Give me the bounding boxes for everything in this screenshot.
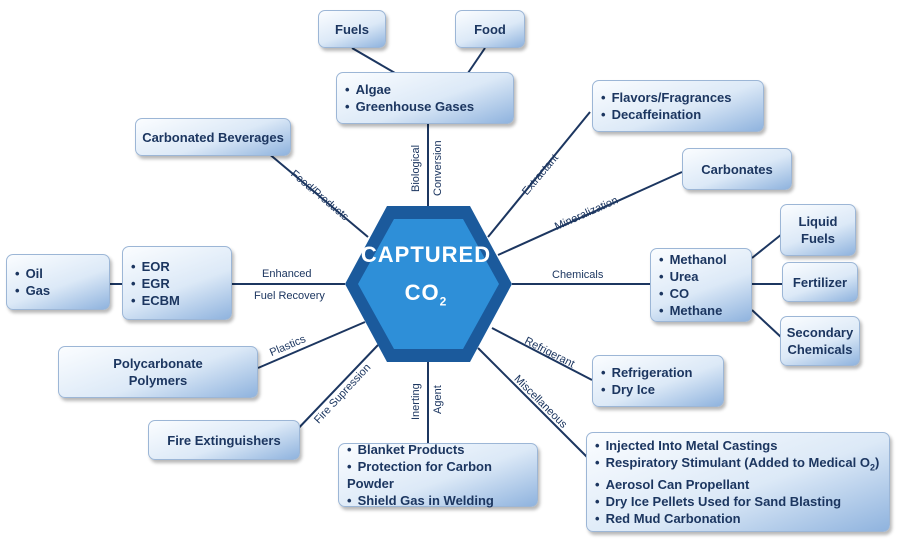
box-carbonates: Carbonates [682, 148, 792, 190]
edge-fuels [351, 47, 396, 74]
box-food: Food [455, 10, 525, 48]
edge-misc [477, 347, 589, 459]
box-oil-gas: Oil Gas [6, 254, 110, 310]
box-biological-conversion: Algae Greenhouse Gases [336, 72, 514, 124]
edge-plastics [257, 321, 366, 369]
box-inerting-agent: Blanket Products Protection for Carbon P… [338, 442, 538, 508]
box-fertilizer: Fertilizer [782, 262, 858, 302]
edge-refrigerant [491, 327, 593, 381]
box-carbonated-beverages: Carbonated Beverages [135, 118, 291, 156]
edge-food-products [254, 141, 369, 238]
edge-liquid-fuels [751, 233, 783, 259]
box-refrigerant: Refrigeration Dry Ice [592, 355, 724, 407]
box-eor: EOR EGR ECBM [122, 246, 232, 320]
box-fuels: Fuels [318, 10, 386, 48]
label-chemicals: Chemicals [552, 269, 604, 281]
edge-secondary [751, 309, 783, 339]
edge-food [467, 47, 486, 74]
hub-title: CAPTURED [360, 242, 492, 267]
box-miscellaneous: Injected Into Metal Castings Respiratory… [586, 432, 890, 532]
label-conversion: Conversion [432, 140, 444, 196]
label-biological: Biological [410, 144, 422, 192]
label-inerting: Inerting [410, 383, 422, 420]
label-fuel-recovery: Fuel Recovery [254, 290, 325, 302]
box-chemicals: Methanol Urea CO Methane [650, 248, 752, 322]
box-secondary-chemicals: Secondary Chemicals [780, 316, 860, 366]
hub-formula: CO2 [404, 280, 448, 309]
misc-respiratory-item: Respiratory Stimulant (Added to Medical … [595, 454, 880, 477]
label-enhanced: Enhanced [262, 268, 312, 280]
edge-mineralization [497, 171, 683, 256]
box-polycarbonate-polymers: Polycarbonate Polymers [58, 346, 258, 398]
hub-label: CAPTURED CO2 [358, 242, 494, 314]
box-liquid-fuels: Liquid Fuels [780, 204, 856, 256]
box-extractant: Flavors/Fragrances Decaffeination [592, 80, 764, 132]
edge-fire [291, 344, 379, 436]
label-agent: Agent [432, 385, 444, 414]
hub-hexagon-inner [358, 219, 499, 349]
edge-extractant [487, 111, 591, 238]
box-fire-extinguishers: Fire Extinguishers [148, 420, 300, 460]
